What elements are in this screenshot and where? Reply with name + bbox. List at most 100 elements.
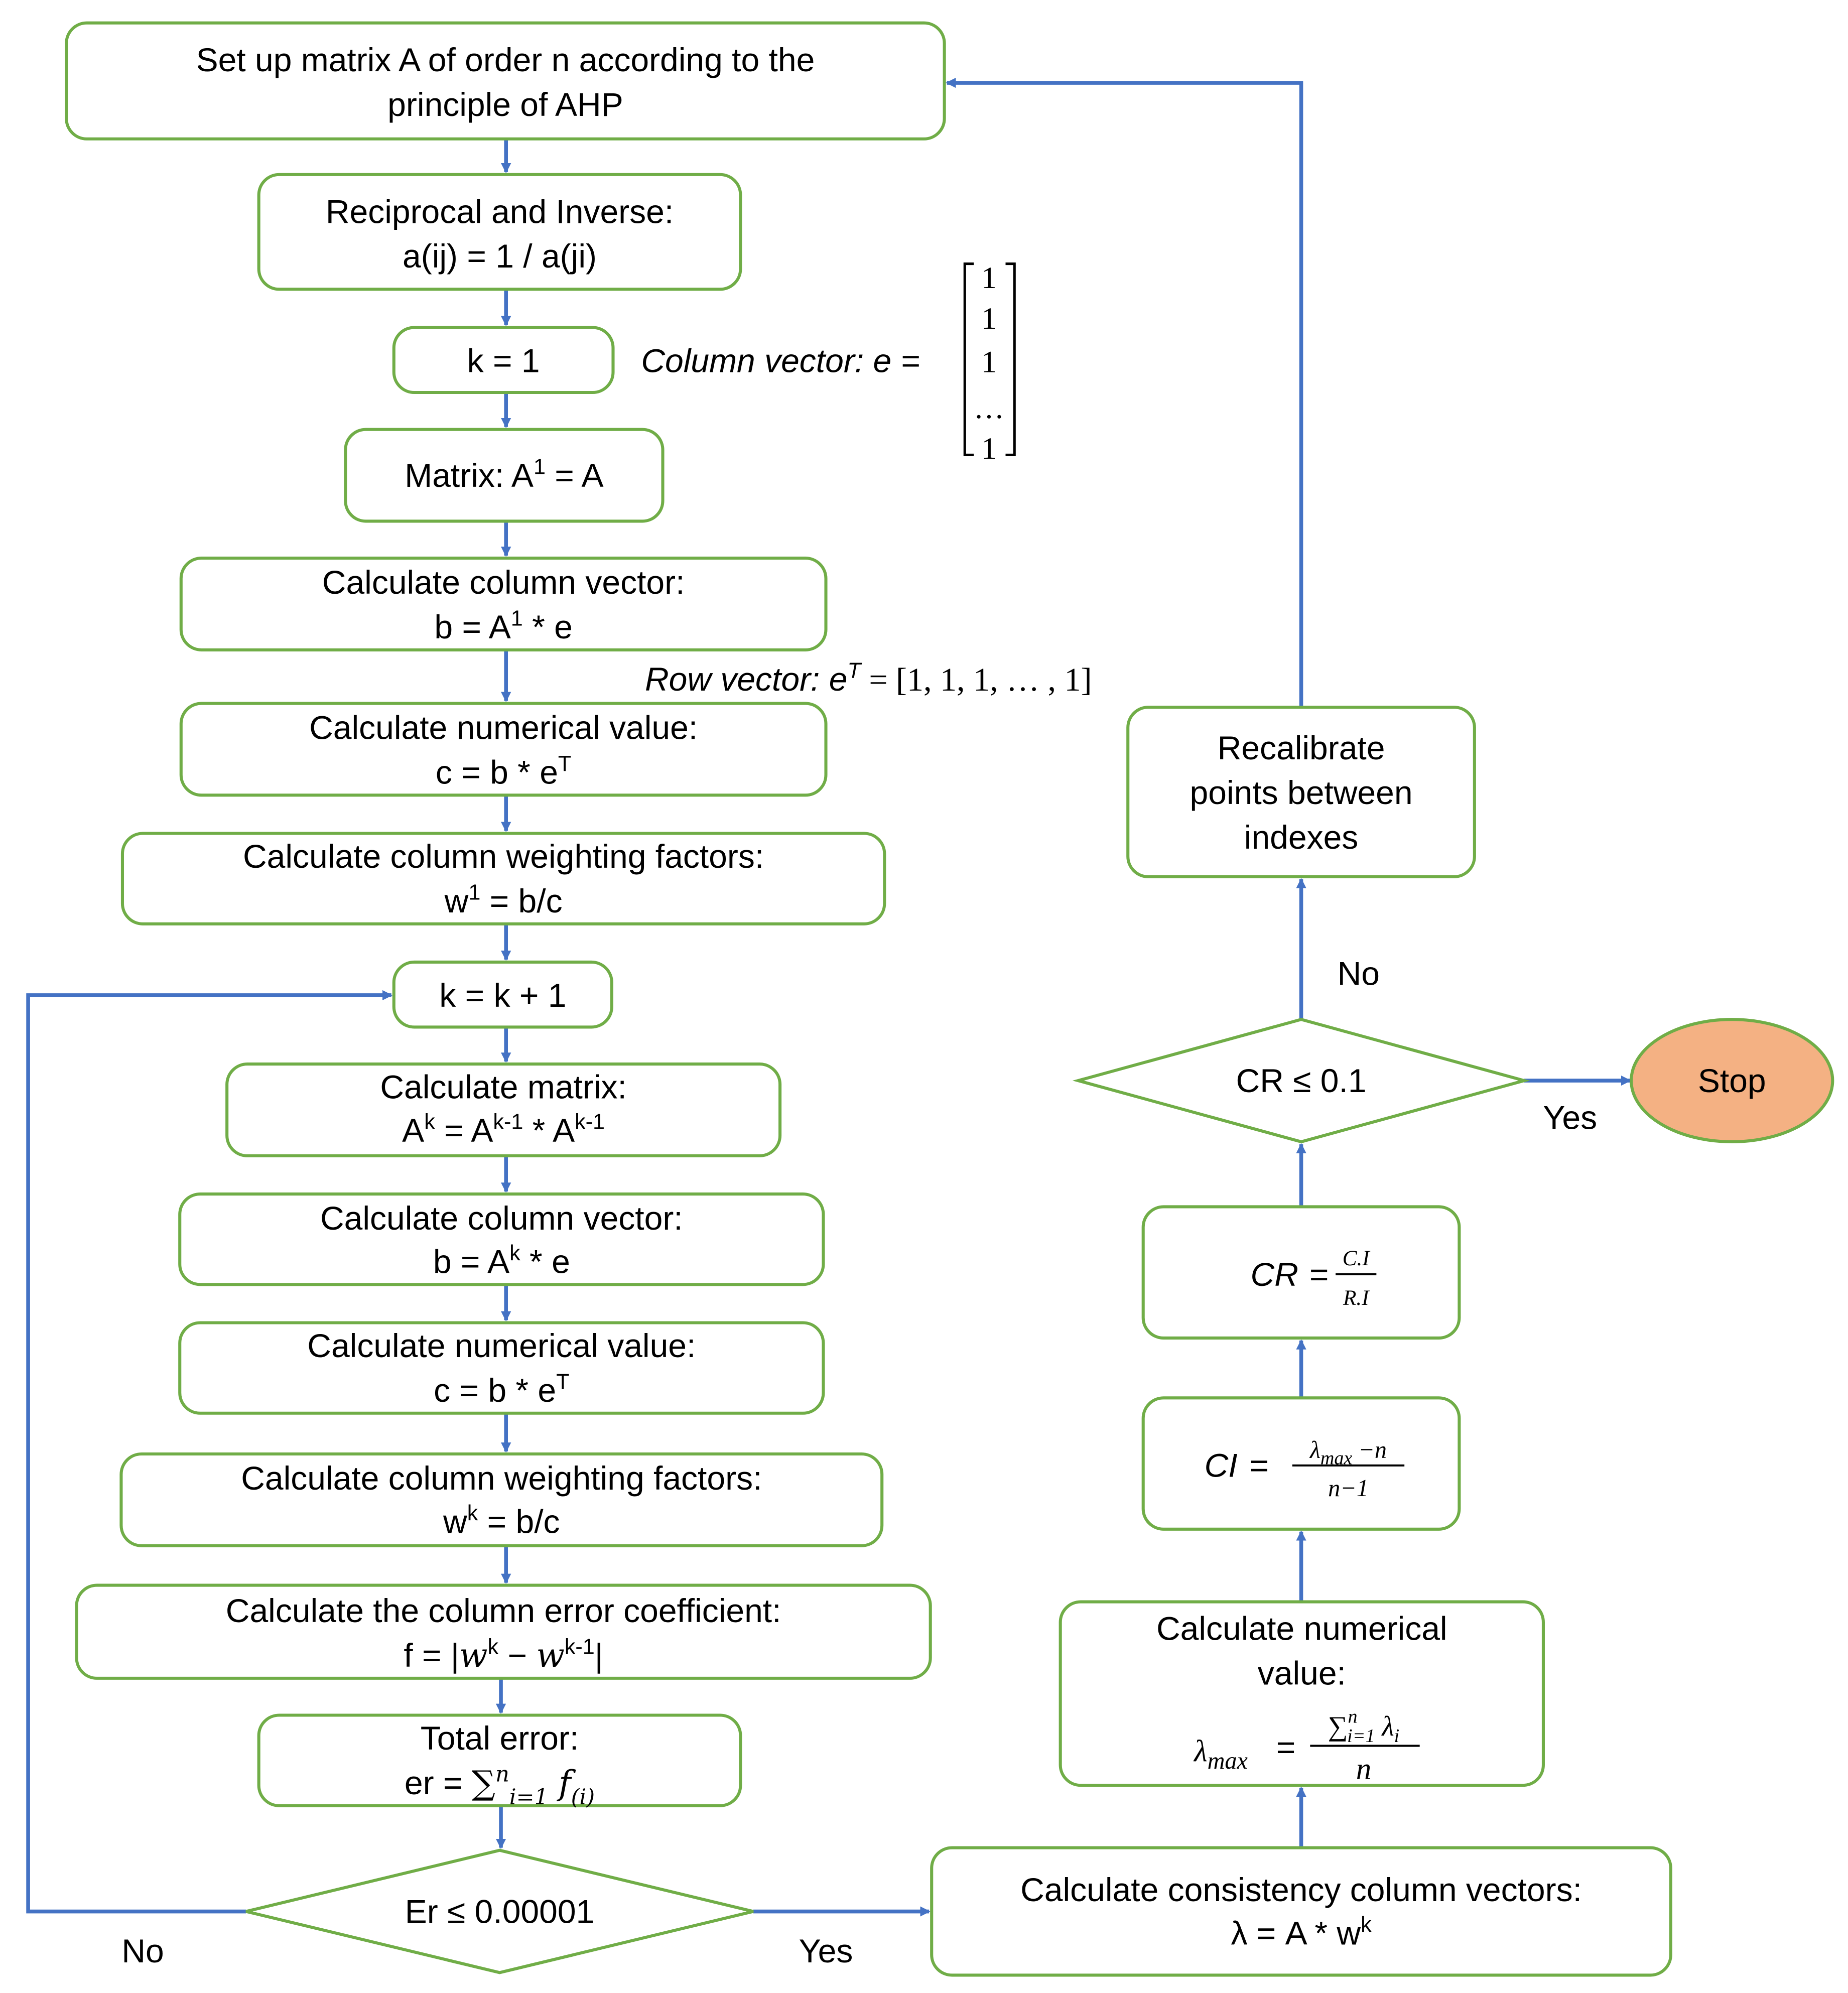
box-text-line: Calculate the column error coefficient: [226,1592,781,1629]
text-segment: = A [546,457,604,494]
text-segment: k-1 [493,1110,523,1134]
box-text-line: points between [1190,774,1413,811]
process-box [257,1713,742,1807]
box-text-line: λ = A * wk [1231,1913,1372,1951]
text-segment: 1 [468,881,480,905]
text-segment: A [402,1112,424,1149]
box-text-line: indexes [1244,819,1359,856]
error-check-diamond [245,1848,754,1974]
text-segment: w [536,1636,565,1675]
text-segment: − [498,1637,536,1674]
column-vector-entry: 1 [981,261,996,295]
matrix-a1-box: Matrix: A1 = A [344,428,665,523]
k-equals-1-box: k = 1 [392,326,615,394]
process-box [120,832,886,925]
edge-label-no: No [121,1932,164,1969]
text-segment: n [495,1762,509,1787]
cr-denominator: R.I [1343,1286,1370,1310]
box-text-line: Calculate column weighting factors: [243,838,764,875]
calc-ci-box [1141,1396,1461,1531]
edge-label-yes: Yes [1543,1099,1597,1136]
edge-label-yes: Yes [799,1932,853,1969]
connectors [26,77,1632,1917]
process-box [179,702,828,797]
text-segment: = b/c [480,882,562,919]
box-text-line: Calculate consistency column vectors: [1020,1871,1582,1908]
text-segment: 1 [511,607,523,631]
column-vector-entry: 1 [981,345,996,379]
text-segment: * e [523,608,573,645]
text-segment: Calculate column weighting factors: [241,1459,762,1497]
stop-terminal [1630,1018,1834,1143]
text-segment: Matrix: A [405,457,534,494]
text-segment: indexes [1244,819,1359,856]
calc-cr-box [1141,1205,1461,1340]
matrix-brackets [963,262,1016,456]
text-segment: Calculate the column error coefficient: [226,1592,781,1629]
process-box [65,21,946,141]
column-vector-entry: … [974,391,1004,425]
text-segment: | [595,1637,603,1674]
process-box [392,960,613,1029]
text-segment: k [424,1110,435,1134]
box-text-line: Calculate column vector: [320,1200,683,1237]
box-text-line: value: [1258,1655,1346,1692]
ci-denominator: n−1 [1328,1475,1369,1502]
box-text-line: c = b * eT [436,752,571,790]
process-box [1141,1396,1461,1531]
ci-lhs: CI [1205,1447,1238,1484]
column-error-coefficient-box: Calculate the column error coefficient: f… [75,1583,932,1680]
text-segment: = b/c [478,1503,560,1540]
calc-column-vector-k-box: Calculate column vector:b = Ak * e [178,1192,825,1286]
text-segment: principle of AHP [387,86,623,123]
text-segment: value: [1258,1655,1346,1692]
arrow-return [946,77,1303,708]
process-box [119,1452,884,1547]
column-vector-label: Column vector: e = [641,342,920,379]
text-segment: T [558,752,571,776]
box-text-line: k = 1 [467,342,540,379]
text-segment: Calculate matrix: [380,1069,626,1106]
equals-sign: = [1249,1447,1269,1484]
superscript: n [1348,1706,1357,1728]
text-segment: k = k + 1 [439,977,566,1014]
text-segment: k [509,1241,520,1265]
box-text-line: Ak = Ak-1 * Ak-1 [402,1110,605,1149]
lambda-max-lhs: λmax [1193,1735,1248,1774]
lambda: λ [1193,1735,1207,1768]
text-segment: T [556,1370,569,1394]
text-segment: k-1 [575,1110,605,1134]
process-box [225,1062,782,1157]
text-segment: Set up matrix A of order n according to … [196,41,815,78]
box-text-line: f = |wk − wk-1| [404,1635,603,1675]
box-text-line: wk = b/c [443,1501,560,1540]
text-segment: Calculate column vector: [320,1200,683,1237]
text-segment: er = [405,1764,472,1801]
box-text-line: Reciprocal and Inverse: [326,193,674,230]
text-segment: w [444,882,469,919]
box-text-line: er = ∑ni=1 f(i) [405,1762,595,1810]
k-increment-box: k = k + 1 [392,960,613,1029]
box-text-line: w1 = b/c [444,881,563,919]
text-segment: k [1361,1913,1372,1937]
text-segment: f = | [404,1637,459,1674]
row-vector-label: Row vector: eT = [1, 1, 1, … , 1] [645,659,1092,698]
text-segment: Calculate numerical value: [307,1327,696,1364]
text-segment: w [443,1503,467,1540]
cr-check-diamond [1072,1018,1530,1144]
row-vector-value: = [1, 1, 1, … , 1] [861,661,1092,698]
process-box [344,428,665,523]
text-segment: λ = A * w [1231,1915,1361,1952]
box-text-line: Calculate matrix: [380,1069,626,1106]
box-text-line: Set up matrix A of order n according to … [196,41,815,78]
subscript: max [1208,1748,1248,1774]
process-box [178,1321,825,1415]
text-segment: points between [1190,774,1413,811]
text-segment: Calculate column weighting factors: [243,838,764,875]
process-box [257,173,742,291]
arrow-loop-no [26,990,393,1914]
